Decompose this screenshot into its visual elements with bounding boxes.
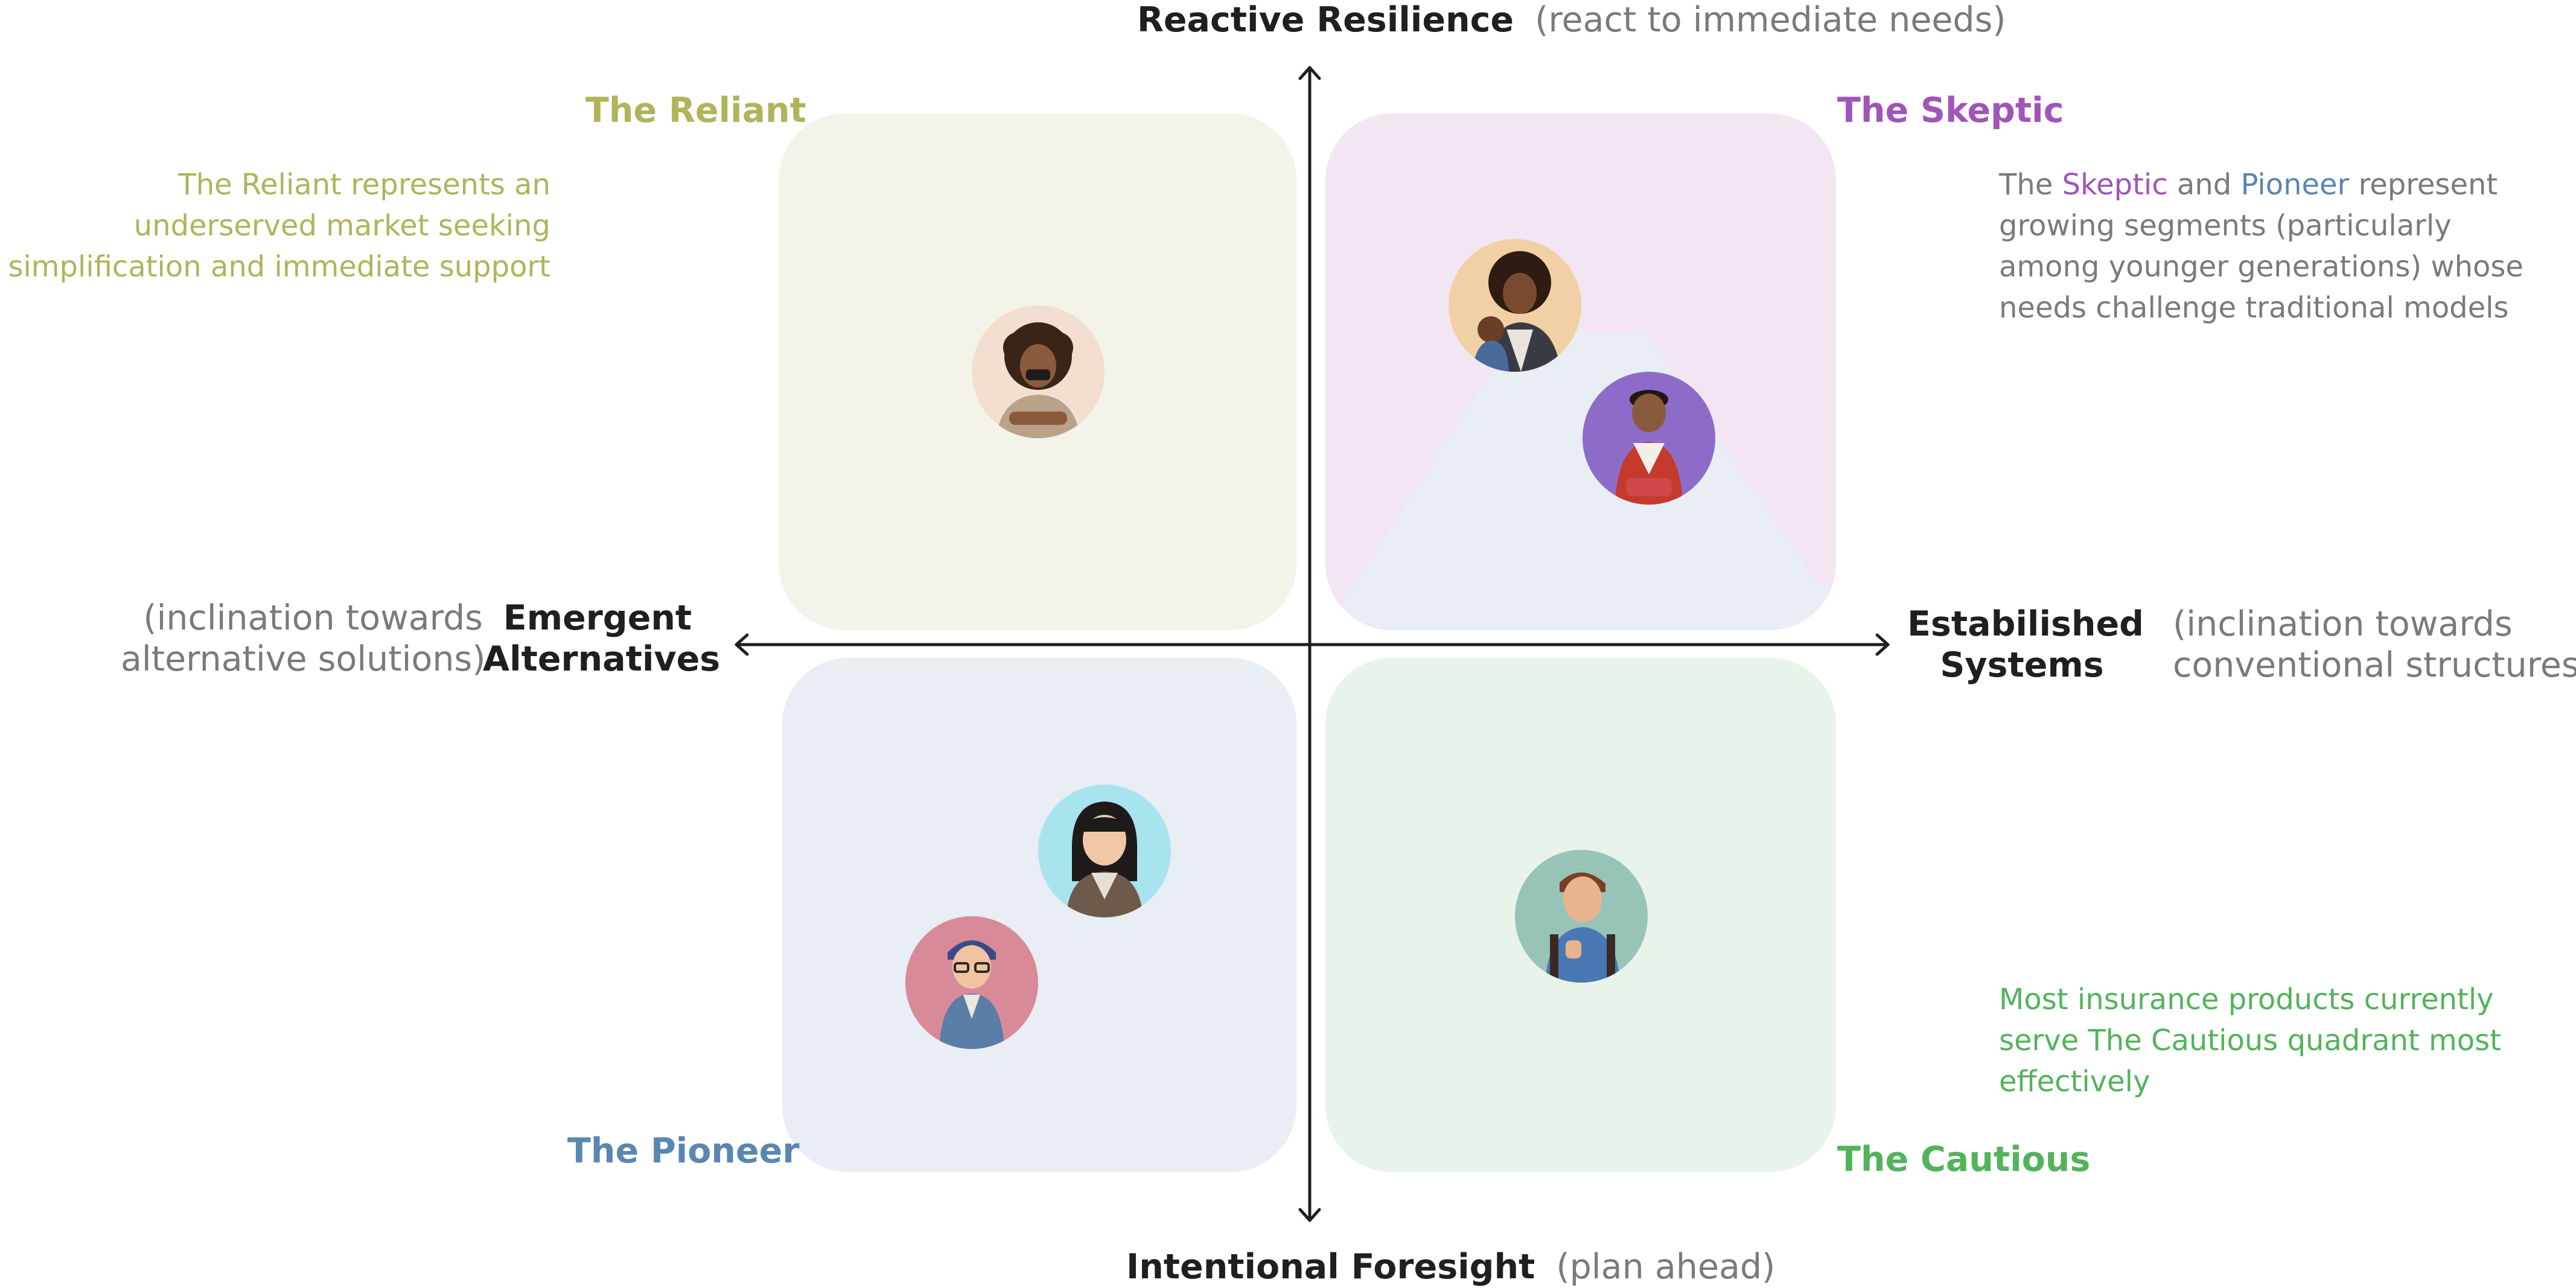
- reliant-note-line3: simplification and immediate support: [8, 250, 550, 284]
- woman-arms-crossed-avatar-icon: [972, 305, 1105, 438]
- left-axis-note: (inclination towards alternative solutio…: [121, 598, 486, 680]
- right-axis-note-line2: conventional structures): [2173, 645, 2576, 685]
- left-axis-title-line1: Emergent: [503, 598, 692, 638]
- cautious-note-line2: serve The Cautious quadrant most: [1999, 1024, 2501, 1057]
- skeptic-pioneer-note-line3: among younger generations) whose: [1999, 250, 2523, 284]
- right-arrow-icon: [1875, 633, 1890, 656]
- pioneer-title: The Pioneer: [567, 1131, 800, 1171]
- reliant-note-line1: The Reliant represents an: [178, 168, 550, 202]
- left-arrow-icon: [735, 633, 749, 656]
- cautious-note: Most insurance products currently serve …: [1999, 979, 2566, 1102]
- up-arrow-icon: [1298, 66, 1321, 80]
- pioneer-quadrant: [782, 658, 1296, 1172]
- left-axis-note-line2: alternative solutions): [121, 639, 486, 679]
- right-axis-title: Estabilished Systems: [1907, 604, 2144, 686]
- reliant-note-line2: underserved market seeking: [133, 209, 550, 243]
- right-axis-title-line2: Systems: [1940, 645, 2104, 685]
- skeptic-pioneer-overlap-shape: [1325, 333, 1836, 630]
- reliant-title: The Reliant: [585, 91, 806, 130]
- top-axis-title: Reactive Resilience: [1137, 0, 1514, 40]
- bottom-axis-note: (plan ahead): [1556, 1247, 1776, 1287]
- skeptic-pioneer-note-line4: needs challenge traditional models: [1999, 291, 2509, 325]
- right-axis-note: (inclination towards conventional struct…: [2173, 604, 2576, 686]
- cautious-title: The Cautious: [1837, 1140, 2091, 1179]
- bottom-axis-title: Intentional Foresight: [1126, 1247, 1535, 1287]
- skeptic-quadrant: [1325, 113, 1836, 630]
- right-axis-title-line1: Estabilished: [1907, 604, 2144, 644]
- down-arrow-icon: [1298, 1208, 1321, 1222]
- left-axis-note-line1: (inclination towards: [143, 598, 483, 638]
- top-axis-note: (react to immediate needs): [1535, 0, 2006, 40]
- man-with-backpack-avatar-icon: [1583, 372, 1715, 505]
- pioneer-highlight: Pioneer: [2240, 168, 2350, 202]
- young-woman-avatar-icon: [1038, 785, 1171, 917]
- top-axis-label: Reactive Resilience (react to immediate …: [1137, 0, 2006, 40]
- skeptic-highlight: Skeptic: [2062, 168, 2168, 202]
- reliant-note: The Reliant represents an underserved ma…: [0, 164, 550, 287]
- skeptic-pioneer-note-line2: growing segments (particularly: [1999, 209, 2452, 243]
- bottom-axis-label: Intentional Foresight (plan ahead): [1126, 1247, 1775, 1287]
- boy-with-glasses-avatar-icon: [905, 916, 1038, 1049]
- mother-with-child-avatar-icon: [1449, 239, 1581, 372]
- cautious-note-line1: Most insurance products currently: [1999, 983, 2494, 1016]
- skeptic-pioneer-note-line1: The Skeptic and Pioneer represent: [1999, 168, 2498, 202]
- left-axis-title-line2: Alternatives: [483, 639, 721, 679]
- cautious-note-line3: effectively: [1999, 1065, 2150, 1098]
- left-axis-title: Emergent Alternatives: [483, 598, 721, 680]
- young-man-thumbs-up-avatar-icon: [1515, 850, 1648, 983]
- skeptic-title: The Skeptic: [1837, 91, 2064, 130]
- right-axis-note-line1: (inclination towards: [2173, 604, 2513, 644]
- skeptic-pioneer-note: The Skeptic and Pioneer represent growin…: [1999, 164, 2566, 328]
